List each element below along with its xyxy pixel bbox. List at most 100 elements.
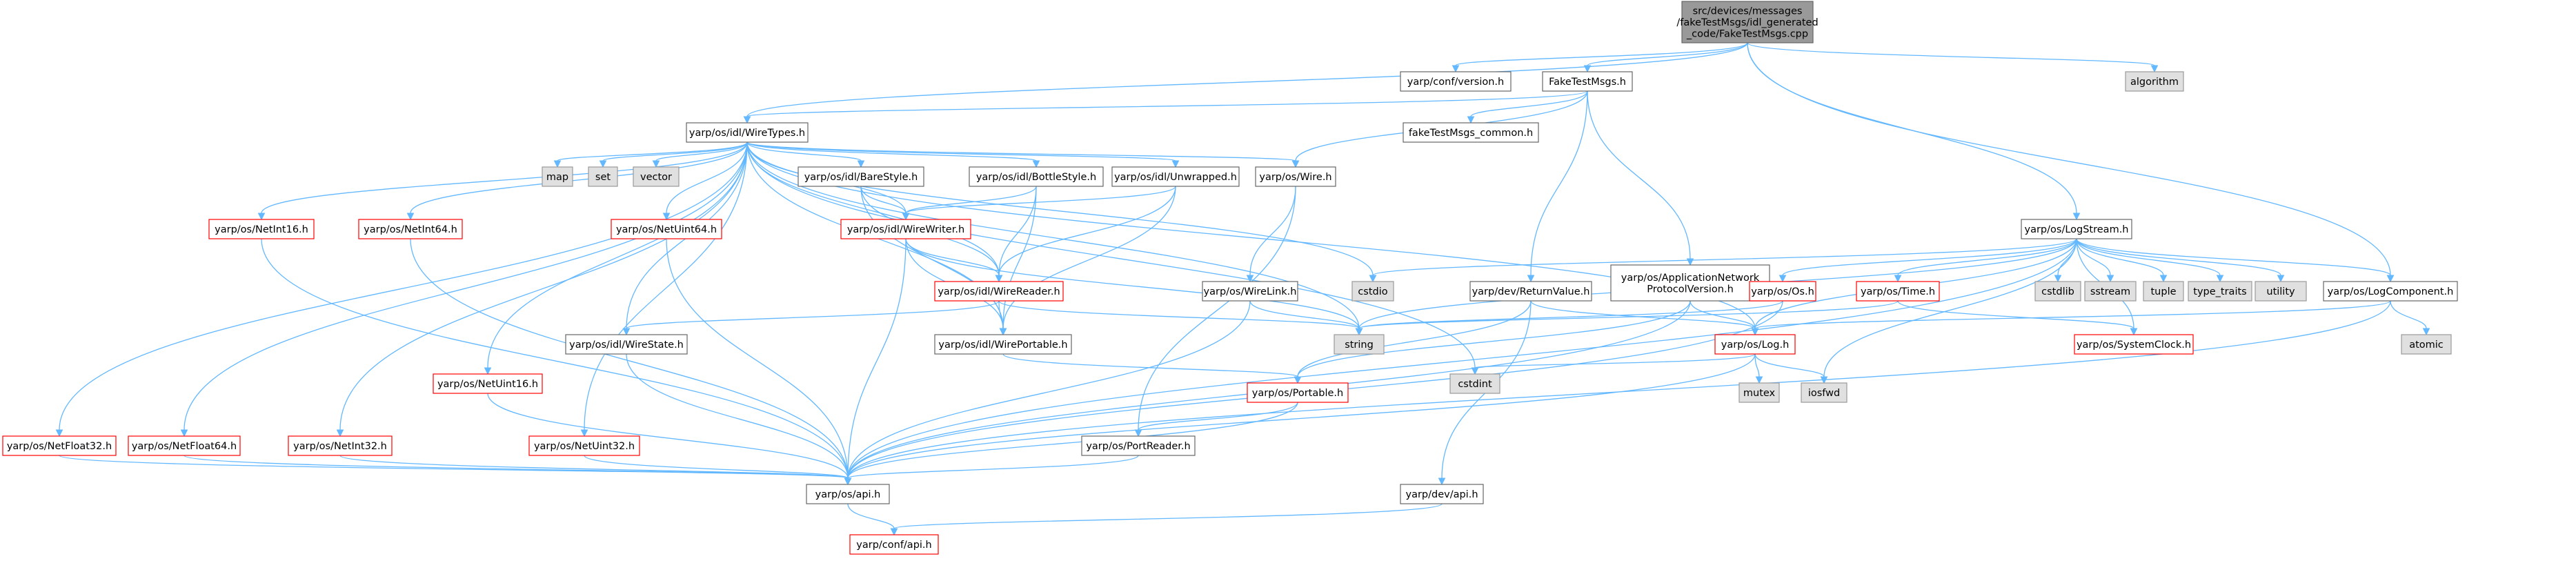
edge-line <box>905 238 1360 329</box>
node-wiretypes[interactable]: yarp/os/idl/WireTypes.h <box>686 122 809 143</box>
node-netfloat32[interactable]: yarp/os/NetFloat32.h <box>2 435 117 456</box>
edge-fake-h-to-wiretypes <box>743 90 1588 124</box>
node-box <box>542 166 573 187</box>
node-netuint16[interactable]: yarp/os/NetUint16.h <box>433 373 543 394</box>
node-box <box>128 435 241 456</box>
node-fake-common[interactable]: fakeTestMsgs_common.h <box>1403 122 1539 143</box>
node-utility[interactable]: utility <box>2255 281 2307 302</box>
edge-logcomponent-to-api-os <box>844 300 2391 486</box>
node-api-dev[interactable]: yarp/dev/api.h <box>1400 484 1484 504</box>
edge-arrowhead <box>622 328 631 336</box>
node-label: yarp/os/SystemClock.h <box>2077 339 2191 351</box>
node-logcomponent[interactable]: yarp/os/LogComponent.h <box>2323 281 2458 302</box>
edge-line <box>847 300 1251 479</box>
node-box <box>1351 281 1394 302</box>
node-wirestate[interactable]: yarp/os/idl/WireState.h <box>565 334 688 355</box>
node-log-h[interactable]: yarp/os/Log.h <box>1714 334 1796 355</box>
edge-line <box>746 141 1176 161</box>
node-set[interactable]: set <box>588 166 618 187</box>
edge-line <box>410 141 748 214</box>
node-cstdint[interactable]: cstdint <box>1449 373 1500 394</box>
node-portreader[interactable]: yarp/os/PortReader.h <box>1081 435 1196 456</box>
edge-wiretypes-to-cstdio <box>746 141 1377 283</box>
node-string[interactable]: string <box>1334 334 1385 355</box>
node-vector[interactable]: vector <box>633 166 680 187</box>
node-box <box>633 166 680 187</box>
node-wirelink[interactable]: yarp/os/WireLink.h <box>1202 281 1298 302</box>
node-sstream[interactable]: sstream <box>2084 281 2137 302</box>
edge-line <box>487 141 748 368</box>
node-time-h[interactable]: yarp/os/Time.h <box>1856 281 1940 302</box>
node-netint16[interactable]: yarp/os/NetInt16.h <box>208 219 315 239</box>
edge-arrowhead <box>1294 376 1302 384</box>
node-api-os[interactable]: yarp/os/api.h <box>806 484 890 504</box>
edge-line <box>339 455 849 479</box>
node-label: yarp/os/Time.h <box>1861 286 1935 297</box>
node-label: yarp/os/idl/WireState.h <box>569 339 684 351</box>
node-appnetproto[interactable]: yarp/os/ApplicationNetworkProtocolVersio… <box>1610 264 1770 302</box>
edge-line <box>2076 238 2111 276</box>
edge-line <box>746 141 1037 161</box>
node-netfloat64[interactable]: yarp/os/NetFloat64.h <box>128 435 241 456</box>
node-netint32[interactable]: yarp/os/NetInt32.h <box>288 435 393 456</box>
edge-netuint32-to-api-os <box>584 455 852 486</box>
edge-fake-h-to-returnvalue <box>1527 90 1588 283</box>
edge-log-h-to-cstdint <box>1471 353 1756 375</box>
node-root[interactable]: src/devices/messages/fakeTestMsgs/idl_ge… <box>1676 1 1819 43</box>
node-label: yarp/os/NetInt32.h <box>293 441 387 452</box>
node-fake-h[interactable]: FakeTestMsgs.h <box>1542 71 1633 92</box>
node-mutex[interactable]: mutex <box>1738 382 1780 403</box>
node-returnvalue[interactable]: yarp/dev/ReturnValue.h <box>1469 281 1592 302</box>
node-label: atomic <box>2409 339 2444 351</box>
node-label: algorithm <box>2130 77 2179 88</box>
node-barestyle[interactable]: yarp/os/idl/BareStyle.h <box>797 166 924 187</box>
node-cstdlib[interactable]: cstdlib <box>2034 281 2081 302</box>
node-label: ProtocolVersion.h <box>1647 284 1734 295</box>
edge-arrowhead <box>2054 275 2062 283</box>
edge-line <box>339 141 748 431</box>
node-type-traits[interactable]: type_traits <box>2188 281 2252 302</box>
edge-arrowhead <box>1246 275 1254 283</box>
node-wirewriter[interactable]: yarp/os/idl/WireWriter.h <box>840 219 971 239</box>
node-label: yarp/os/PortReader.h <box>1086 441 1190 452</box>
node-label: tuple <box>2150 286 2176 297</box>
edge-line <box>1823 238 2077 377</box>
edge-arrowhead <box>2159 275 2168 283</box>
node-tuple[interactable]: tuple <box>2143 281 2184 302</box>
node-wireportable[interactable]: yarp/os/idl/WirePortable.h <box>934 334 1072 355</box>
edge-line <box>1002 353 1298 377</box>
edge-line <box>487 393 849 479</box>
edge-logstream-to-api-os <box>844 238 2077 486</box>
edge-arrowhead <box>743 116 751 124</box>
edge-line <box>1747 42 2391 276</box>
node-wire[interactable]: yarp/os/Wire.h <box>1255 166 1336 187</box>
node-box <box>1400 71 1512 92</box>
node-bottlestyle[interactable]: yarp/os/idl/BottleStyle.h <box>969 166 1104 187</box>
edge-line <box>2076 238 2221 276</box>
node-logstream[interactable]: yarp/os/LogStream.h <box>2021 219 2132 239</box>
node-os-h[interactable]: yarp/os/Os.h <box>1749 281 1816 302</box>
edge-wiretypes-to-netint32 <box>336 141 748 437</box>
node-portable[interactable]: yarp/os/Portable.h <box>1247 382 1349 403</box>
node-map[interactable]: map <box>542 166 573 187</box>
node-systemclock[interactable]: yarp/os/SystemClock.h <box>2074 334 2194 355</box>
node-netuint64[interactable]: yarp/os/NetUint64.h <box>611 219 722 239</box>
node-algorithm[interactable]: algorithm <box>2125 71 2184 92</box>
node-iosfwd[interactable]: iosfwd <box>1801 382 1847 403</box>
node-cstdio[interactable]: cstdio <box>1351 281 1394 302</box>
node-label: yarp/os/idl/WireWriter.h <box>847 224 964 235</box>
node-netint64[interactable]: yarp/os/NetInt64.h <box>358 219 463 239</box>
edge-arrowhead <box>599 160 607 168</box>
node-label: mutex <box>1743 388 1776 399</box>
edge-line <box>847 455 1139 479</box>
node-wirereader[interactable]: yarp/os/idl/WireReader.h <box>934 281 1064 302</box>
edge-arrowhead <box>1291 160 1300 168</box>
node-unwrapped[interactable]: yarp/os/idl/Unwrapped.h <box>1111 166 1240 187</box>
edge-line <box>59 455 849 479</box>
node-box <box>611 219 722 239</box>
node-atomic[interactable]: atomic <box>2401 334 2452 355</box>
node-label: yarp/os/Os.h <box>1751 286 1814 297</box>
node-netuint32[interactable]: yarp/os/NetUint32.h <box>528 435 640 456</box>
node-api-conf[interactable]: yarp/conf/api.h <box>849 534 939 555</box>
node-conf-version[interactable]: yarp/conf/version.h <box>1400 71 1512 92</box>
